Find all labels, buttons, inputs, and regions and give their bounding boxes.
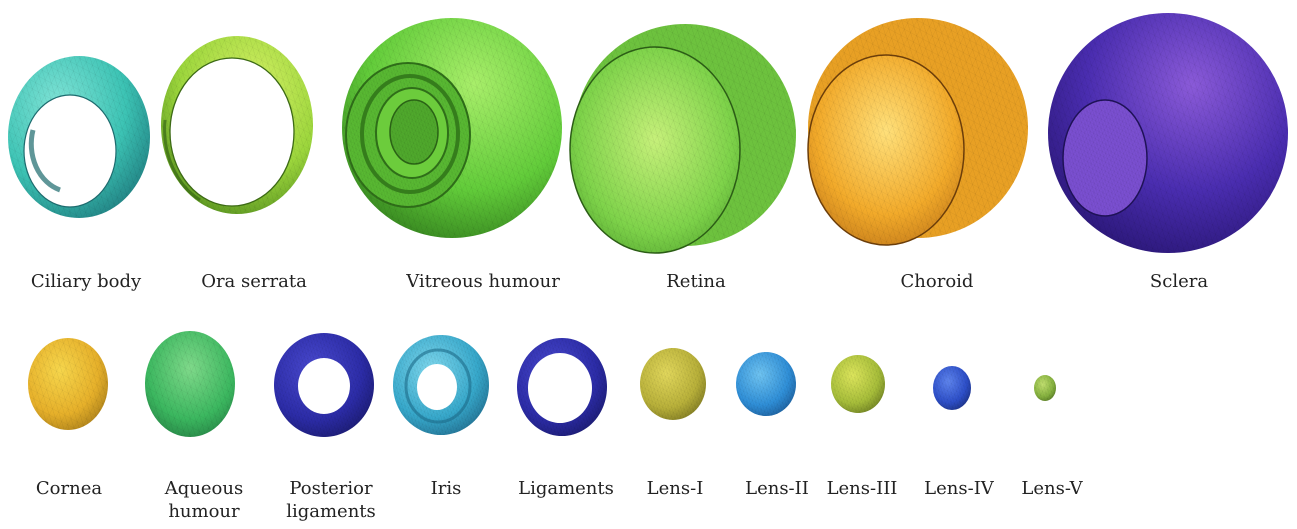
label-posterior-ligaments-line-1: Posterior: [286, 477, 376, 500]
lens-3-model: [831, 355, 885, 413]
choroid-model: [808, 18, 1028, 245]
label-lens-2: Lens-II: [745, 477, 809, 500]
lens-4-model: [933, 366, 971, 410]
label-retina: Retina: [666, 270, 726, 293]
lens-5-model: [1034, 375, 1056, 401]
label-lens-5: Lens-V: [1021, 477, 1082, 500]
label-ligaments: Ligaments: [518, 477, 614, 500]
lens-2-model: [736, 352, 796, 416]
posterior-ligaments-model: [274, 333, 374, 437]
ligaments-model: [517, 338, 607, 436]
cornea-model: [28, 338, 108, 430]
label-ora-serrata: Ora serrata: [201, 270, 307, 293]
label-lens-1: Lens-I: [647, 477, 704, 500]
ciliary-body-model: [8, 56, 150, 218]
label-iris: Iris: [431, 477, 462, 500]
label-cornea: Cornea: [36, 477, 102, 500]
sclera-model: [1048, 13, 1288, 253]
iris-model: [393, 335, 489, 435]
label-aqueous-humour: Aqueous humour: [165, 477, 243, 523]
label-lens-4: Lens-IV: [924, 477, 994, 500]
aqueous-humour-model: [145, 331, 235, 437]
label-lens-3: Lens-III: [827, 477, 898, 500]
label-posterior-ligaments-line-2: ligaments: [286, 500, 376, 523]
ora-serrata-model: [161, 36, 313, 214]
label-aqueous-humour-line-2: humour: [165, 500, 243, 523]
label-aqueous-humour-line-1: Aqueous: [165, 477, 243, 500]
label-vitreous-humour: Vitreous humour: [406, 270, 560, 293]
retina-model: [570, 24, 796, 253]
label-posterior-ligaments: Posterior ligaments: [286, 477, 376, 523]
lens-1-model: [640, 348, 706, 420]
label-choroid: Choroid: [901, 270, 974, 293]
label-sclera: Sclera: [1150, 270, 1208, 293]
label-ciliary-body: Ciliary body: [31, 270, 141, 293]
vitreous-humour-model: [342, 18, 562, 238]
